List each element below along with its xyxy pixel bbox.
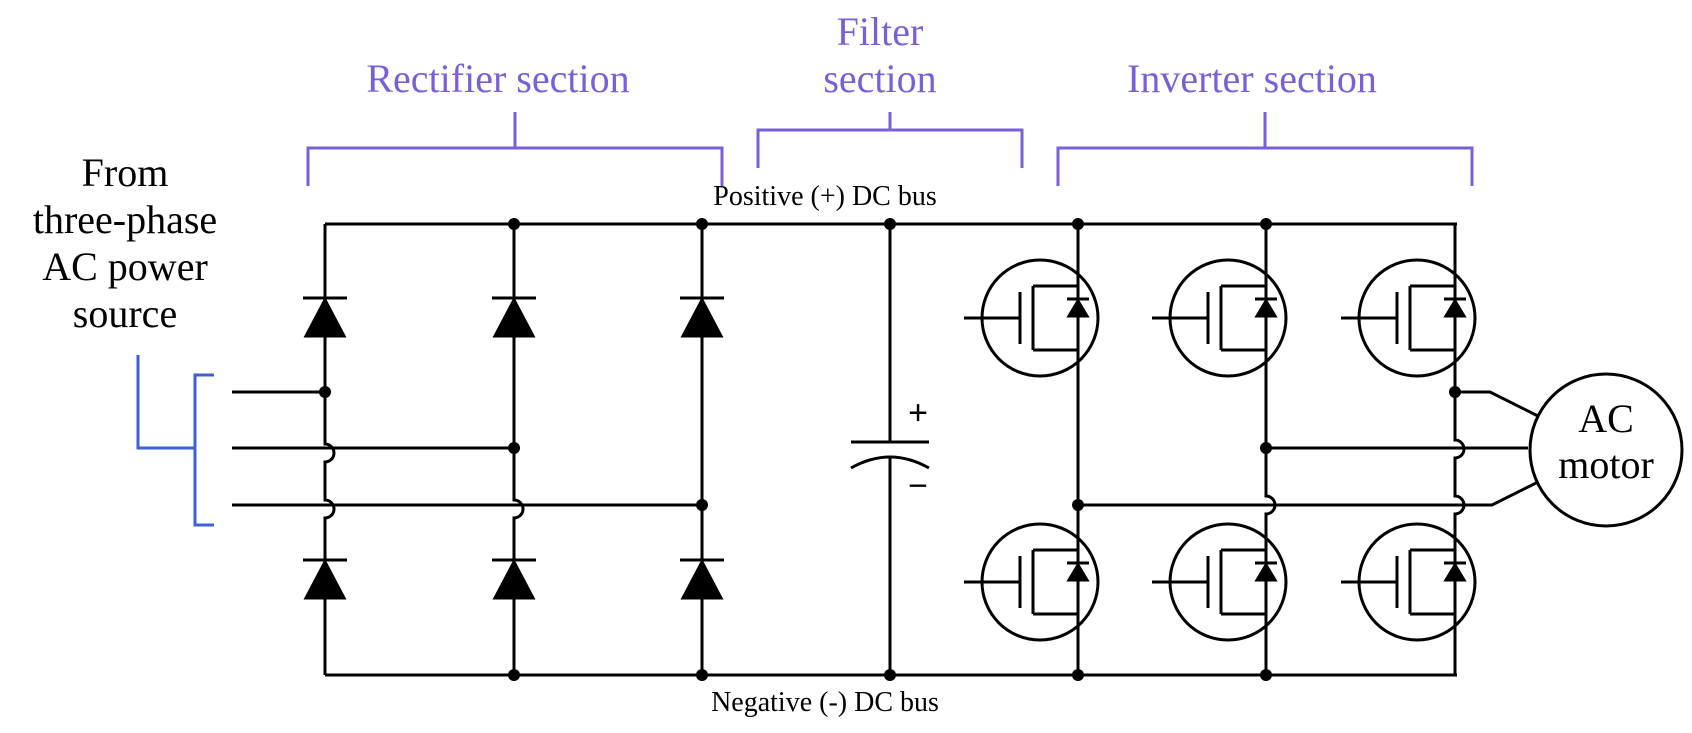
rectifier-diode-lower-2 (492, 558, 536, 600)
junction-dot (508, 669, 520, 681)
junction-dot (884, 669, 896, 681)
rectifier-diode-upper-2 (492, 296, 536, 338)
inverter-section-label: Inverter section (1127, 56, 1377, 101)
inverter-leg-3 (1453, 224, 1466, 675)
junction-dot (1260, 218, 1272, 230)
junction-dot (1072, 669, 1084, 681)
junction-dot (696, 218, 708, 230)
negative-dc-bus-label: Negative (-) DC bus (711, 687, 939, 718)
junction-dot (1260, 442, 1272, 454)
inverter-output-phase-1 (1455, 390, 1539, 418)
rectifier-section-label: Rectifier section (366, 56, 629, 101)
source-label-line1: From (82, 150, 169, 195)
ac-motor (1528, 372, 1684, 528)
filter-section-label-line2: section (823, 56, 936, 101)
source-label-line2: three-phase (33, 197, 217, 242)
junction-dot (1449, 386, 1461, 398)
mosfet-upper-3 (1341, 258, 1477, 378)
rectifier-leg-2 (512, 224, 525, 675)
capacitor-plus-sign: + (908, 394, 928, 432)
mosfet-upper-1 (964, 258, 1100, 378)
mosfet-lower-3 (1341, 522, 1477, 642)
junction-dot (508, 442, 520, 454)
junction-dot (1072, 499, 1084, 511)
mosfet-upper-2 (1152, 258, 1288, 378)
junction-dot (1072, 218, 1084, 230)
source-bracket (136, 355, 214, 527)
filter-bracket (756, 112, 1024, 168)
source-label-line3: AC power (42, 244, 208, 289)
mosfet-lower-1 (964, 522, 1100, 642)
inverter-bracket (1056, 112, 1474, 186)
ac-motor-label-line1: AC (1578, 396, 1634, 441)
capacitor-minus-sign: − (908, 467, 928, 505)
ac-motor-label-line2: motor (1558, 442, 1654, 487)
rectifier-diode-lower-1 (303, 558, 347, 600)
mosfet-lower-2 (1152, 522, 1288, 642)
junction-dot (319, 386, 331, 398)
filter-section-label-line1: Filter (837, 9, 924, 54)
rectifier-diode-upper-1 (303, 296, 347, 338)
junction-dot (696, 669, 708, 681)
junction-dot (508, 218, 520, 230)
rectifier-bracket (306, 112, 724, 186)
rectifier-diode-upper-3 (680, 296, 724, 338)
source-label-line4: source (73, 291, 177, 336)
junction-dot (884, 218, 896, 230)
rectifier-diode-lower-3 (680, 558, 724, 600)
junction-dot (696, 499, 708, 511)
junction-dot (1260, 669, 1272, 681)
inverter-output-phase-3 (1078, 480, 1539, 507)
positive-dc-bus-label: Positive (+) DC bus (713, 181, 936, 212)
